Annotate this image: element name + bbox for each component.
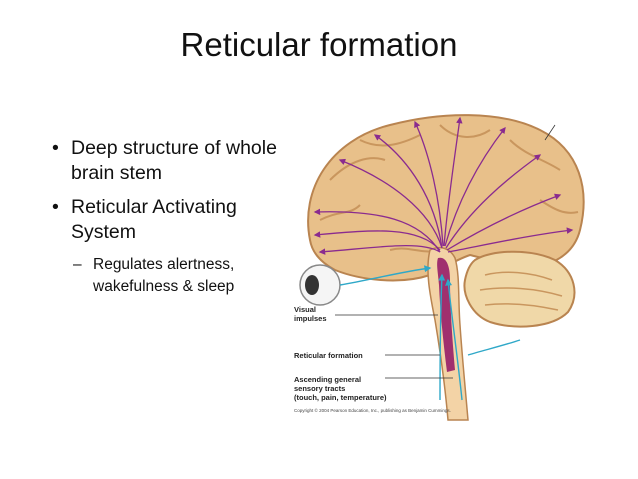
bullet-item: • Deep structure of whole brain stem bbox=[44, 136, 294, 186]
sub-bullet-text: Regulates alertness, wakefulness & sleep bbox=[93, 256, 235, 295]
bullet-list: • Deep structure of whole brain stem • R… bbox=[44, 136, 294, 298]
sub-bullet-dash: – bbox=[73, 256, 82, 273]
slide-title: Reticular formation bbox=[180, 26, 458, 63]
label-visual-2: impulses bbox=[294, 314, 327, 323]
bullet-dot: • bbox=[52, 196, 59, 218]
copyright: Copyright © 2004 Pearson Education, Inc.… bbox=[294, 407, 451, 413]
brain-illustration: Visual impulses Reticular formation Asce… bbox=[294, 114, 585, 421]
bullet-text: Reticular Activating System bbox=[71, 196, 237, 243]
label-ascending-3: (touch, pain, temperature) bbox=[294, 393, 387, 402]
bullet-item: • Reticular Activating System bbox=[44, 195, 294, 245]
bullet-text: Deep structure of whole brain stem bbox=[71, 137, 277, 184]
label-ascending-2: sensory tracts bbox=[294, 384, 345, 393]
sub-bullet-item: – Regulates alertness, wakefulness & sle… bbox=[44, 254, 294, 298]
label-reticular: Reticular formation bbox=[294, 351, 363, 360]
label-ascending-1: Ascending general bbox=[294, 375, 361, 384]
eye bbox=[299, 264, 341, 306]
bullet-dot: • bbox=[52, 137, 59, 159]
sensory-tracts bbox=[339, 265, 521, 401]
activation-arrows bbox=[313, 116, 574, 255]
label-visual-1: Visual bbox=[294, 305, 316, 314]
